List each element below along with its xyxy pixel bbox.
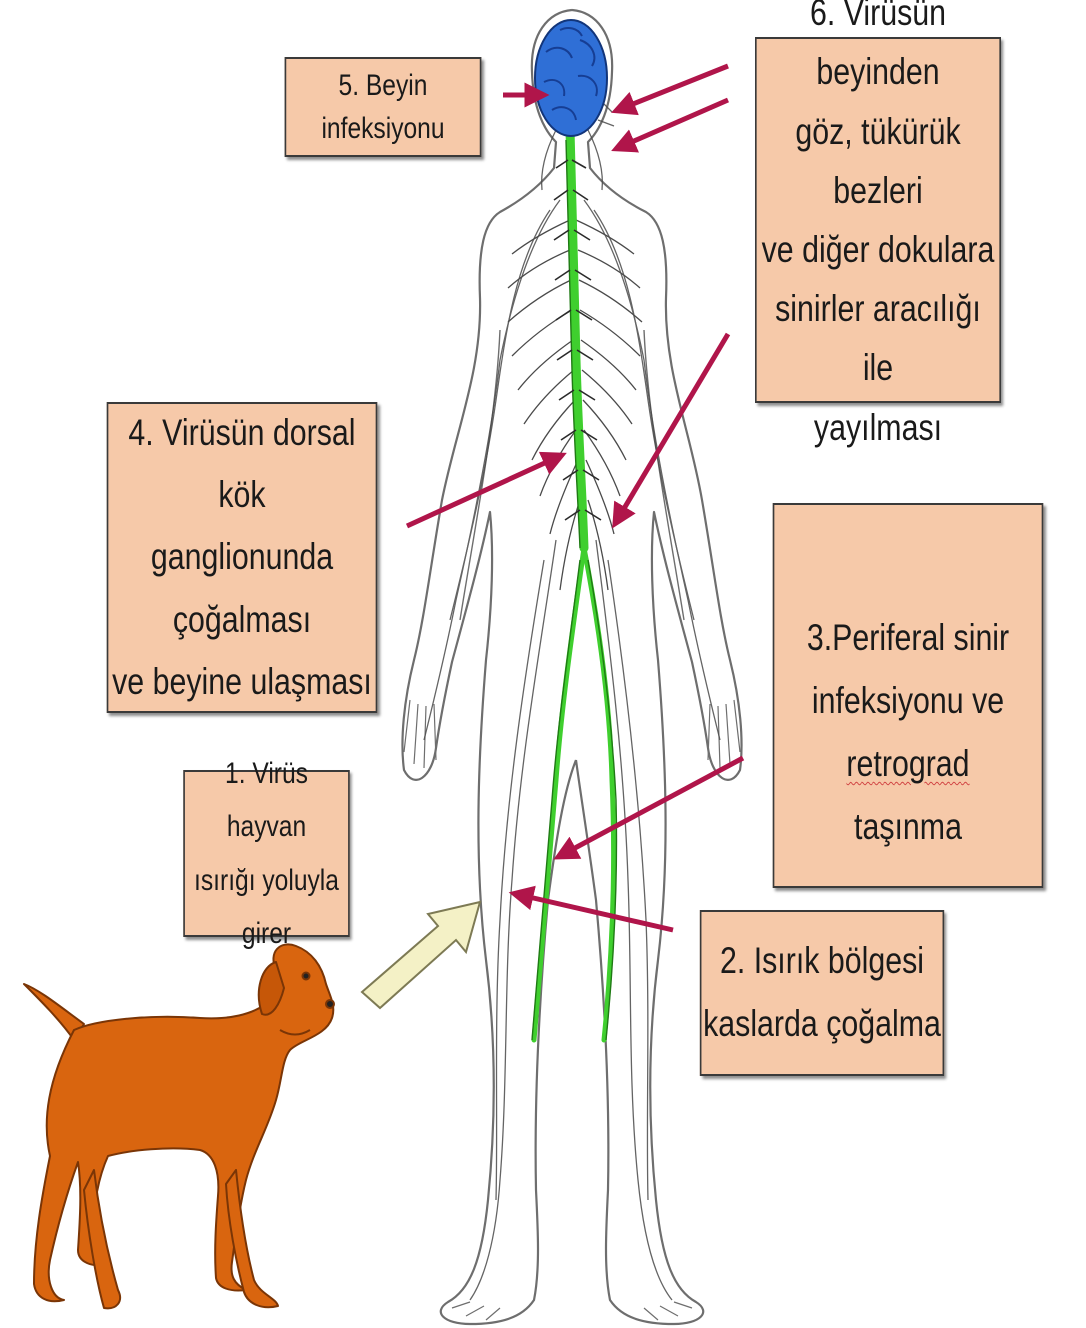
brain-icon bbox=[535, 20, 607, 136]
label-step3-peripheral-nerve: 3.Periferal sinir infeksiyonu ve retrogr… bbox=[773, 503, 1044, 888]
label-step3-text: 3.Periferal sinir infeksiyonu ve retrogr… bbox=[774, 607, 1041, 859]
label-step1-bite-entry: 1. Virüs hayvan ısırığı yoluyla girer bbox=[183, 770, 349, 937]
label-step6-text: 6. Virüsün beyinden göz, tükürük bezleri… bbox=[757, 0, 1000, 457]
label-step3-spellcheck-word: retrograd bbox=[846, 743, 969, 784]
label-step4-text: 4. Virüsün dorsal kök ganglionunda çoğal… bbox=[108, 402, 375, 713]
label-step2-text: 2. Isırık bölgesi kaslarda çoğalma bbox=[703, 930, 941, 1056]
label-step2-muscle-replication: 2. Isırık bölgesi kaslarda çoğalma bbox=[700, 910, 944, 1076]
arrow-step2-to-muscle bbox=[516, 894, 673, 930]
label-step3-suffix: taşınma bbox=[854, 806, 962, 847]
label-step1-text: 1. Virüs hayvan ısırığı yoluyla girer bbox=[185, 747, 348, 961]
label-step4-dorsal-root-ganglion: 4. Virüsün dorsal kök ganglionunda çoğal… bbox=[107, 402, 378, 713]
arrow-step3-to-nerve bbox=[560, 758, 743, 856]
label-step5-text: 5. Beyin infeksiyonu bbox=[321, 64, 444, 151]
arrow-step6-to-eye bbox=[618, 66, 728, 110]
label-step3-prefix: 3.Periferal sinir infeksiyonu ve bbox=[807, 617, 1009, 721]
dog-icon bbox=[24, 944, 334, 1308]
arrow-step6-to-gland bbox=[618, 100, 728, 148]
label-step5-brain-infection: 5. Beyin infeksiyonu bbox=[285, 57, 482, 157]
label-step6-spread: 6. Virüsün beyinden göz, tükürük bezleri… bbox=[755, 37, 1001, 403]
entry-arrow-icon bbox=[362, 902, 480, 1008]
